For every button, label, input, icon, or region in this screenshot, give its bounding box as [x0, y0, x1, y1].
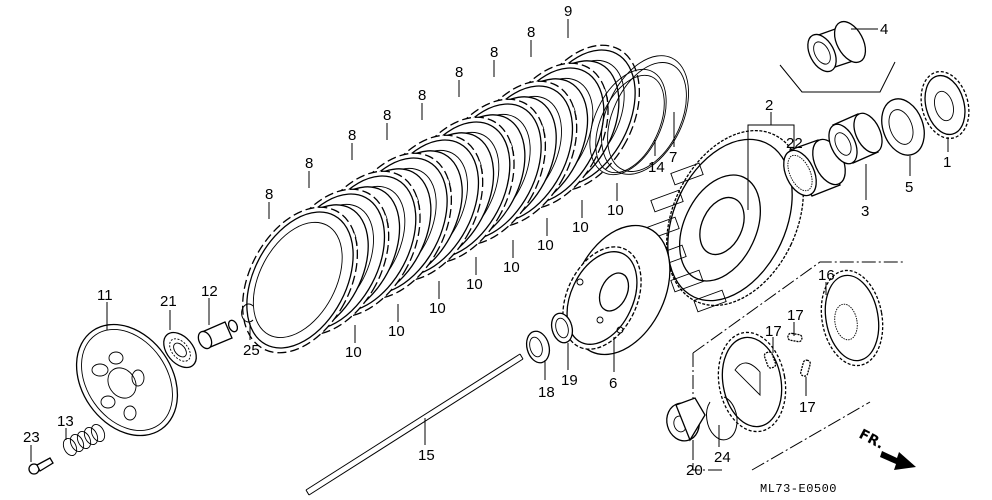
callout-13[interactable]: 13	[57, 413, 74, 430]
callout-6[interactable]: 6	[609, 375, 617, 392]
callout-8[interactable]: 8	[418, 87, 426, 104]
callout-17c[interactable]: 17	[799, 399, 816, 416]
part-5-washer[interactable]	[874, 93, 931, 161]
callout-5[interactable]: 5	[905, 179, 913, 196]
callout-8[interactable]: 8	[455, 64, 463, 81]
callout-8[interactable]: 8	[348, 127, 356, 144]
callout-10[interactable]: 10	[388, 323, 405, 340]
callout-14[interactable]: 14	[648, 159, 665, 176]
part-17-damper-spring-a[interactable]	[763, 351, 777, 369]
primary-driven-gear[interactable]	[711, 327, 793, 437]
callout-9[interactable]: 9	[564, 3, 572, 20]
sub-assembly-frame-top	[692, 261, 905, 354]
clutch-plate-stack	[219, 44, 641, 373]
callout-10[interactable]: 10	[466, 276, 483, 293]
callout-25[interactable]: 25	[243, 342, 260, 359]
drawing-code: ML73-E0500	[760, 482, 837, 496]
part-15-lifter-rod[interactable]	[305, 353, 524, 496]
callout-22[interactable]: 22	[786, 135, 803, 152]
callout-16[interactable]: 16	[818, 267, 835, 284]
sub-assembly-frame-bottom	[751, 401, 871, 471]
part-17-damper-spring-c[interactable]	[800, 359, 811, 377]
part-18-lock-nut[interactable]	[523, 329, 553, 366]
front-direction-indicator: FR.	[856, 426, 916, 470]
callout-7[interactable]: 7	[669, 149, 677, 166]
part-11-pressure-plate[interactable]	[56, 305, 199, 455]
part-14-spring-seat[interactable]	[574, 57, 681, 186]
callout-8[interactable]: 8	[527, 24, 535, 41]
part-20-collar[interactable]	[663, 397, 706, 444]
callout-10[interactable]: 10	[503, 259, 520, 276]
callout-10[interactable]: 10	[572, 219, 589, 236]
callout-20[interactable]: 20	[686, 462, 703, 479]
callout-1[interactable]: 1	[943, 154, 951, 171]
callout-23[interactable]: 23	[23, 429, 40, 446]
part-19-lock-washer[interactable]	[548, 311, 575, 345]
part-8-friction-disc[interactable]	[219, 188, 381, 373]
inset-frame-part-4	[779, 61, 896, 93]
part-13-clutch-spring[interactable]	[61, 422, 107, 457]
callout-12[interactable]: 12	[201, 283, 218, 300]
callout-8[interactable]: 8	[305, 155, 313, 172]
callout-8[interactable]: 8	[490, 44, 498, 61]
part-2-clutch-outer[interactable]	[640, 108, 830, 327]
callout-10[interactable]: 10	[429, 300, 446, 317]
leader-lines	[30, 28, 949, 462]
part-1-sprocket[interactable]	[914, 66, 976, 144]
part-16-primary-drive-gear[interactable]	[814, 266, 890, 371]
part-21-bearing[interactable]	[157, 326, 203, 373]
part-24-snap-ring[interactable]	[706, 396, 738, 441]
callout-10[interactable]: 10	[345, 344, 362, 361]
part-23-bolt[interactable]	[28, 457, 54, 475]
callout-3[interactable]: 3	[861, 203, 869, 220]
callout-10[interactable]: 10	[607, 202, 624, 219]
callout-18[interactable]: 18	[538, 384, 555, 401]
callout-labels-8: 888888888	[265, 19, 569, 219]
part-6-clutch-center[interactable]	[547, 209, 689, 370]
part-4-collar[interactable]	[802, 16, 872, 76]
callout-labels-10: 10 10 10 10 10 10 10 10	[345, 183, 624, 361]
callout-24[interactable]: 24	[714, 449, 731, 466]
part-3-collar[interactable]	[823, 109, 888, 168]
part-12-lifter-piece[interactable]	[196, 319, 239, 351]
callout-17b[interactable]: 17	[787, 307, 804, 324]
callout-17a[interactable]: 17	[765, 323, 782, 340]
callout-15[interactable]: 15	[418, 447, 435, 464]
callout-21[interactable]: 21	[160, 293, 177, 310]
callout-10[interactable]: 10	[537, 237, 554, 254]
part-17-damper-spring-b[interactable]	[787, 332, 803, 343]
callout-19[interactable]: 19	[561, 372, 578, 389]
callout-2[interactable]: 2	[765, 97, 773, 114]
part-25-clip[interactable]	[241, 303, 254, 323]
callout-8[interactable]: 8	[383, 107, 391, 124]
callout-11[interactable]: 11	[97, 287, 113, 304]
callout-4[interactable]: 4	[880, 21, 888, 38]
callout-labels: 1 2 3 4 5 6 7 9 11 12 13 14 15 16 17 17 …	[23, 3, 951, 479]
front-arrow-icon	[880, 451, 916, 470]
callout-8[interactable]: 8	[265, 186, 273, 203]
sub-assembly-frame	[692, 353, 725, 471]
front-direction-label: FR.	[856, 426, 886, 452]
